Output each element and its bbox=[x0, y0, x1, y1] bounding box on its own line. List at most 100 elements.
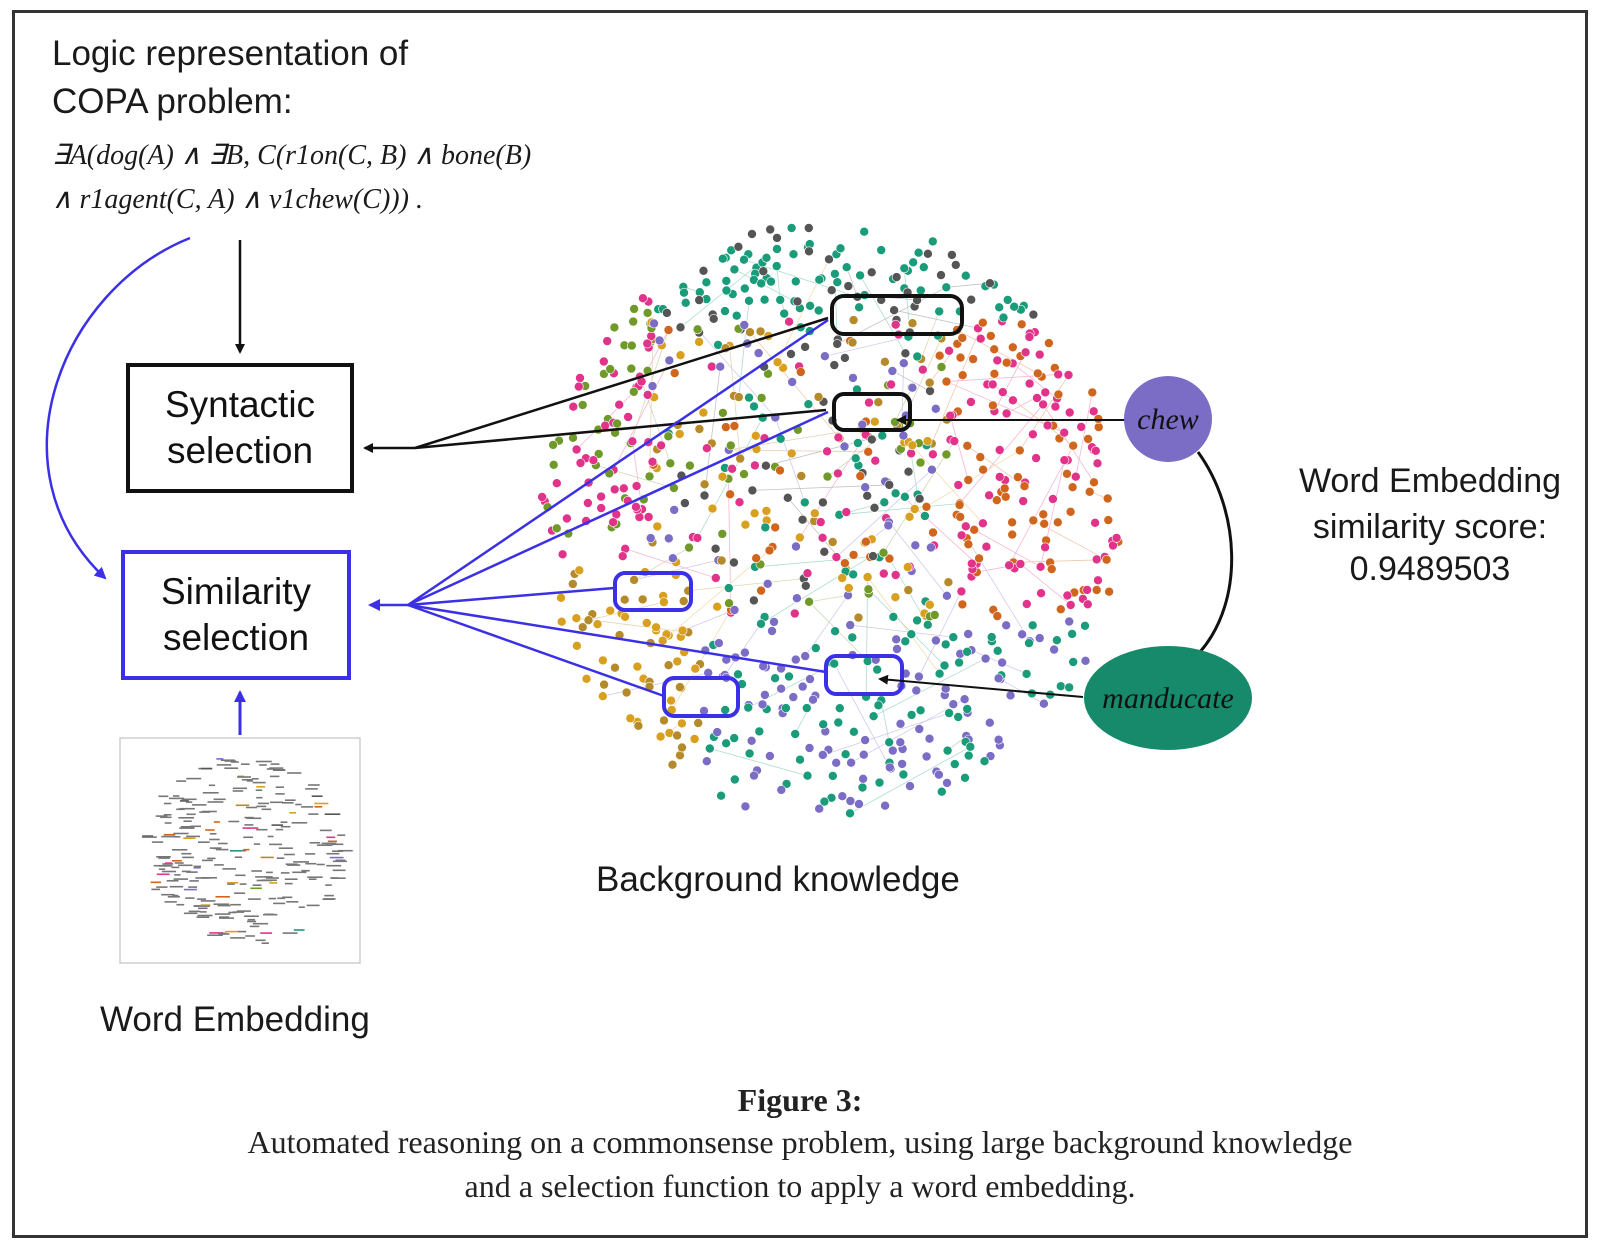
embedding-point bbox=[235, 804, 250, 807]
graph-node bbox=[769, 617, 779, 627]
embedding-point bbox=[217, 904, 231, 907]
embedding-point bbox=[214, 864, 224, 866]
graph-node bbox=[632, 661, 643, 672]
logic-formula-line-1: ∃A(dog(A) ∧ ∃B, C(r1on(C, B) ∧ bone(B) bbox=[52, 140, 532, 171]
embedding-point bbox=[216, 764, 232, 766]
embedding-point bbox=[218, 932, 227, 935]
graph-node bbox=[922, 436, 933, 446]
embedding-point bbox=[188, 910, 201, 913]
graph-node bbox=[1104, 586, 1114, 597]
graph-node bbox=[873, 700, 884, 711]
embedding-point bbox=[200, 904, 211, 906]
graph-node bbox=[729, 733, 740, 743]
graph-node bbox=[625, 713, 636, 724]
graph-node bbox=[784, 671, 794, 682]
graph-node bbox=[884, 480, 895, 490]
graph-node bbox=[984, 490, 994, 501]
graph-node bbox=[1013, 472, 1023, 482]
graph-node bbox=[822, 446, 832, 457]
graph-node bbox=[1091, 445, 1101, 456]
embedding-point bbox=[326, 864, 342, 867]
graph-node bbox=[1000, 491, 1011, 502]
graph-node bbox=[1036, 588, 1046, 599]
graph-node bbox=[583, 615, 594, 626]
graph-node bbox=[1001, 408, 1012, 419]
graph-node bbox=[992, 355, 1003, 366]
graph-node bbox=[759, 294, 770, 305]
embedding-point bbox=[161, 870, 177, 873]
graph-edge bbox=[873, 658, 986, 717]
graph-node bbox=[747, 229, 757, 239]
graph-node bbox=[930, 403, 941, 414]
graph-node bbox=[1004, 560, 1014, 571]
graph-node bbox=[989, 368, 1000, 379]
embedding-point bbox=[207, 801, 224, 803]
embedding-point bbox=[183, 888, 197, 891]
embedding-point bbox=[200, 900, 216, 902]
graph-node bbox=[744, 392, 754, 403]
graph-edge bbox=[688, 578, 804, 592]
embedding-point bbox=[327, 840, 337, 843]
embedding-point bbox=[319, 829, 332, 832]
graph-node bbox=[1083, 434, 1093, 444]
embedding-point bbox=[245, 935, 255, 937]
graph-node bbox=[953, 712, 964, 722]
graph-node bbox=[772, 244, 782, 254]
embedding-point bbox=[271, 824, 283, 826]
graph-node bbox=[1033, 368, 1043, 379]
graph-node bbox=[845, 808, 855, 819]
graph-edge bbox=[833, 663, 891, 768]
graph-node bbox=[1019, 481, 1030, 492]
graph-node bbox=[980, 653, 991, 664]
graph-node bbox=[1059, 427, 1069, 438]
graph-node bbox=[1083, 599, 1093, 610]
embedding-point bbox=[196, 916, 210, 918]
graph-node bbox=[966, 558, 977, 569]
graph-node bbox=[626, 363, 637, 374]
embedding-point bbox=[201, 767, 212, 770]
graph-node bbox=[876, 245, 887, 255]
graph-node bbox=[642, 338, 653, 349]
graph-node bbox=[833, 432, 844, 443]
graph-node bbox=[760, 690, 770, 700]
graph-node bbox=[717, 253, 728, 264]
graph-node bbox=[706, 361, 717, 372]
graph-node bbox=[827, 771, 838, 781]
embedding-point bbox=[158, 795, 169, 798]
embedding-point bbox=[330, 877, 339, 879]
similarity-link-curve bbox=[1196, 451, 1234, 653]
graph-edge bbox=[613, 360, 670, 470]
chew-node bbox=[1124, 376, 1212, 462]
similarity-score-label: Word Embedding similarity score: bbox=[1298, 462, 1562, 546]
graph-node bbox=[694, 295, 705, 305]
embedding-point bbox=[232, 790, 244, 792]
embedding-point bbox=[198, 907, 208, 910]
graph-node bbox=[655, 731, 666, 742]
word-embedding-thumbnail bbox=[119, 737, 361, 964]
embedding-point bbox=[332, 860, 347, 863]
graph-edge bbox=[776, 266, 781, 300]
embedding-point bbox=[256, 796, 263, 799]
graph-node bbox=[598, 356, 609, 367]
embedding-point bbox=[234, 892, 246, 894]
graph-node bbox=[877, 430, 888, 441]
graph-node bbox=[1065, 506, 1076, 517]
graph-node bbox=[963, 539, 974, 550]
graph-node bbox=[913, 247, 924, 258]
graph-node bbox=[963, 629, 974, 639]
embedding-point bbox=[316, 844, 333, 846]
graph-node bbox=[915, 705, 926, 716]
graph-node bbox=[898, 430, 909, 441]
graph-node bbox=[977, 317, 988, 328]
embedding-point bbox=[239, 883, 247, 885]
embedding-point bbox=[193, 867, 201, 869]
embedding-point bbox=[266, 871, 273, 874]
graph-node bbox=[1062, 590, 1073, 601]
graph-node bbox=[701, 756, 712, 767]
graph-node bbox=[651, 622, 661, 633]
graph-node bbox=[667, 759, 678, 770]
graph-node bbox=[562, 513, 572, 524]
graph-node bbox=[1007, 517, 1017, 528]
graph-node bbox=[753, 348, 764, 358]
graph-node bbox=[985, 278, 995, 289]
